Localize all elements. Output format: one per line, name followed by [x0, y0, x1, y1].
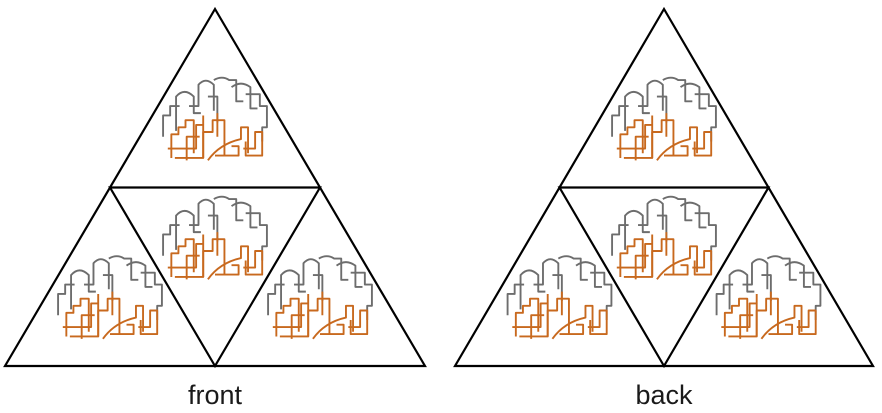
face-top-building-cluster-icon: [611, 76, 717, 162]
face-center-building-cluster-icon: [611, 195, 717, 281]
panel-caption: front: [188, 380, 243, 410]
fold-lines: [557, 186, 771, 369]
face-top-building-cluster-icon: [162, 76, 268, 162]
face-center-building-cluster-icon: [162, 195, 268, 281]
fold-lines: [108, 186, 322, 369]
face-right-building-cluster-icon: [267, 255, 373, 340]
net-panel-front: front: [3, 6, 427, 410]
face-left-building-cluster-icon: [57, 255, 163, 340]
net-panel-back: back: [453, 6, 875, 410]
face-left-building-cluster-icon: [506, 255, 613, 340]
panel-caption: back: [635, 380, 693, 410]
face-right-building-cluster-icon: [715, 255, 822, 340]
